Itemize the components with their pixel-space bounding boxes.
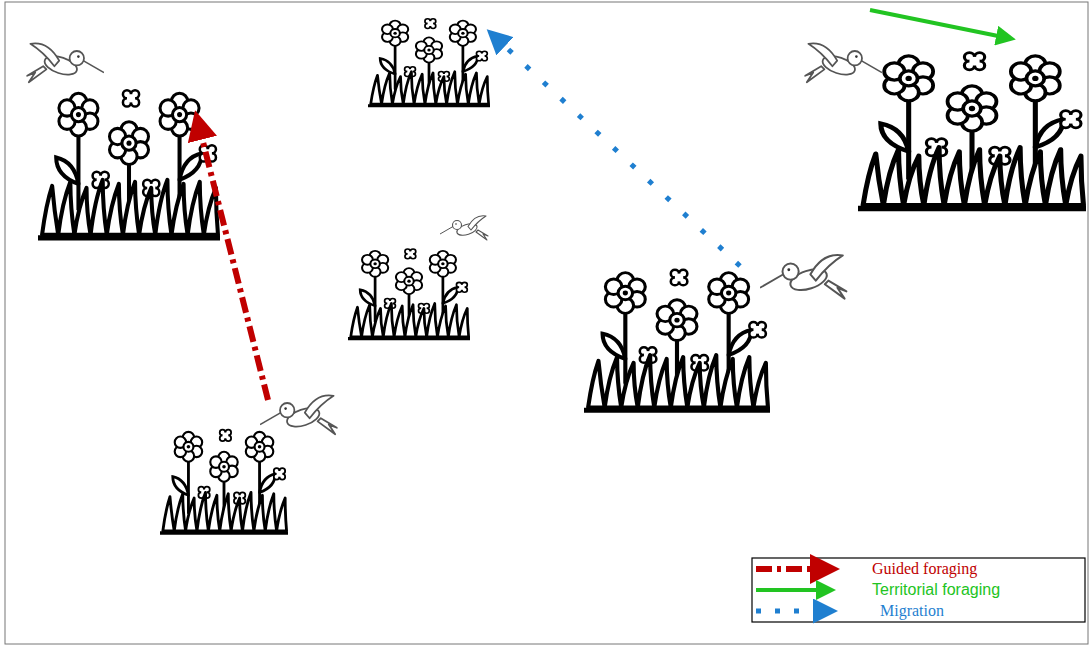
- hummingbird: [805, 43, 882, 82]
- legend-label: Migration: [880, 601, 944, 621]
- hummingbird: [260, 395, 337, 434]
- flower-patch: [858, 53, 1086, 209]
- flower-patch: [348, 249, 470, 339]
- frame: [5, 2, 1088, 644]
- flower-patch: [368, 19, 490, 106]
- flower-patch: [584, 270, 770, 410]
- legend-label: Guided foraging: [872, 559, 977, 579]
- legend-box: [752, 558, 1085, 622]
- hummingbird: [440, 216, 488, 240]
- hummingbird: [760, 255, 846, 299]
- legend-sample: [756, 609, 828, 614]
- migration-arrow: [494, 36, 740, 266]
- hummingbird: [27, 43, 104, 82]
- guided-foraging-arrow: [198, 122, 268, 400]
- legend-sample: [756, 566, 828, 572]
- legend-label: Territorial foraging: [872, 580, 1000, 600]
- legend-sample: [756, 588, 828, 592]
- flower-patch: [160, 430, 288, 533]
- territorial-foraging-arrow: [870, 10, 1008, 38]
- flower-patch: [38, 90, 220, 238]
